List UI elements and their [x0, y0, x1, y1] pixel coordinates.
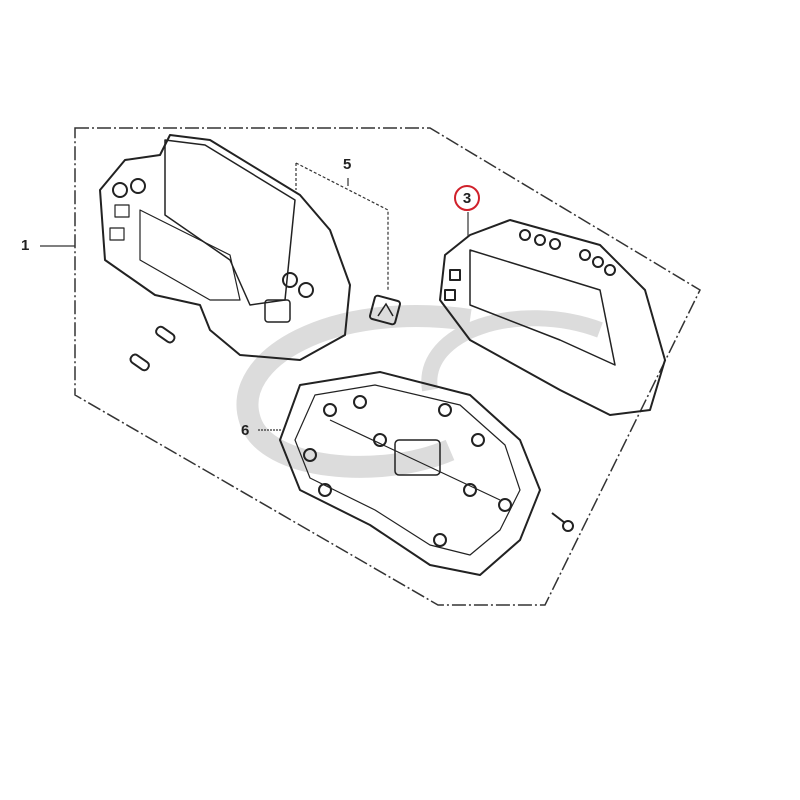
assembly-boundary [74, 127, 701, 606]
emblem-part [369, 294, 401, 326]
callout-5: 5 [343, 156, 352, 173]
callout-6: 6 [241, 422, 250, 439]
callout-3-highlighted[interactable]: 3 [454, 185, 480, 211]
meter-upper-case [99, 134, 351, 361]
bulb-icon [129, 325, 176, 372]
display-unit [439, 219, 666, 416]
watermark-logo [236, 305, 603, 478]
leader-lines [40, 162, 469, 431]
meter-lower-case [279, 371, 541, 576]
screw-icon [551, 512, 574, 532]
callout-1: 1 [21, 237, 30, 254]
